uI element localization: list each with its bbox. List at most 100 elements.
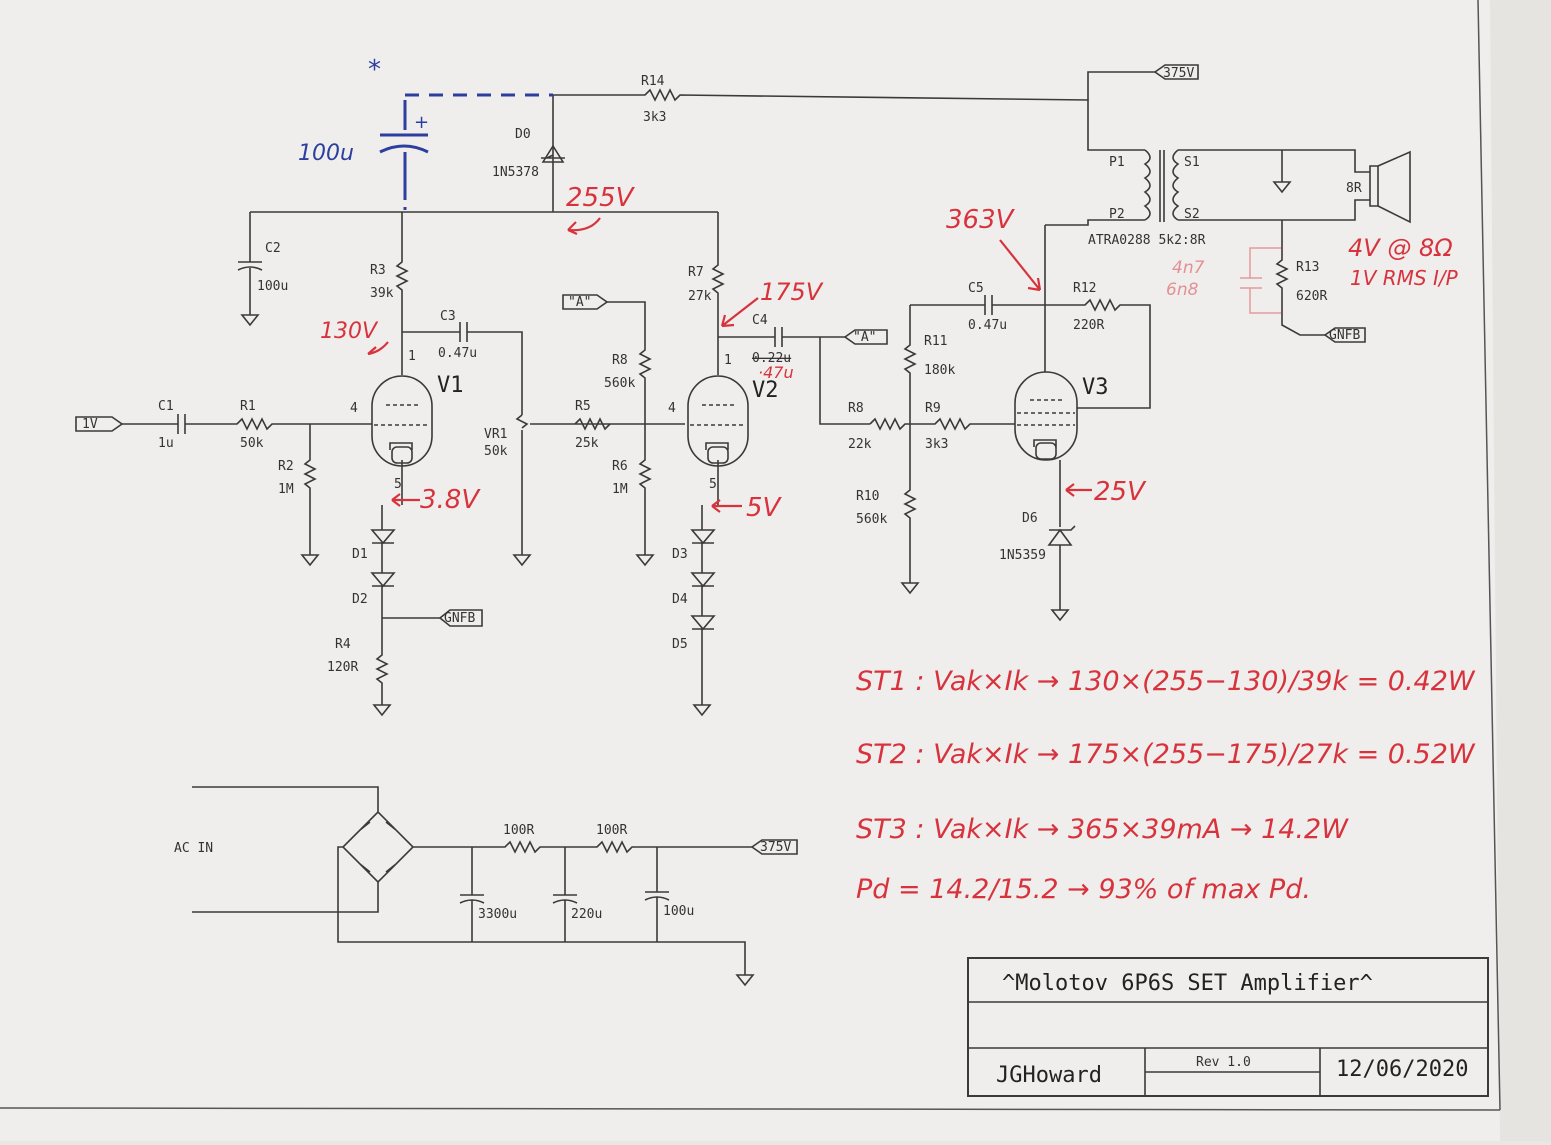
v1-pin4: 4	[350, 401, 358, 416]
speaker-label: 8R	[1346, 181, 1362, 196]
svg-text:GNFB: GNFB	[1329, 328, 1360, 343]
added-100u-cap: + * 100u	[298, 55, 429, 210]
d0-label: D0	[515, 127, 531, 142]
s2-label: S2	[1184, 207, 1200, 222]
v1-label: V1	[437, 373, 464, 398]
svg-text:375V: 375V	[1163, 66, 1194, 81]
d3-label: D3	[672, 547, 688, 562]
port-gnfb-v1: GNFB	[438, 609, 483, 627]
title-block-date: 12/06/2020	[1336, 1057, 1468, 1082]
v3-label: V3	[1082, 375, 1109, 400]
psu-cap-3300u: 3300u	[478, 907, 517, 922]
c2-cap	[237, 212, 263, 327]
d2-label: D2	[352, 592, 368, 607]
c5-value: 0.47u	[968, 318, 1007, 333]
c1-label: C1	[158, 399, 174, 414]
r4-label: R4	[335, 637, 351, 652]
r1-label: R1	[240, 399, 256, 414]
r13-label: R13	[1296, 260, 1319, 275]
r14-label: R14	[641, 74, 665, 89]
calc-stage2: ST2 : Vak×Ik → 175×(255−175)/27k = 0.52W	[856, 739, 1476, 770]
ac-in-label: AC IN	[174, 841, 213, 856]
c5-label: C5	[968, 281, 984, 296]
vr1-value: 50k	[484, 444, 508, 459]
zobel-note-1: 4n7	[1172, 258, 1205, 278]
r9-value: 3k3	[925, 437, 948, 452]
c4-new-value-note: ·47u	[758, 363, 794, 382]
v2-label: V2	[752, 378, 779, 403]
port-375v-top: 375V	[1153, 64, 1199, 81]
psu-r100-a: 100R	[503, 823, 534, 838]
d6-label: D6	[1022, 511, 1038, 526]
note-255v: 255V	[566, 183, 636, 213]
note-25v: 25V	[1094, 477, 1147, 507]
r12-value: 220R	[1073, 318, 1104, 333]
r2-value: 1M	[278, 482, 294, 497]
v2-pin1: 1	[724, 353, 732, 368]
svg-text:"A": "A"	[853, 330, 876, 345]
d5-label: D5	[672, 637, 688, 652]
svg-text:1V: 1V	[82, 417, 98, 432]
d6-value: 1N5359	[999, 548, 1046, 563]
note-5v: 5V	[746, 493, 783, 523]
note-4v-at-8ohm: 4V @ 8Ω	[1348, 234, 1453, 262]
vr1-label: VR1	[484, 427, 507, 442]
r14-value: 3k3	[643, 110, 666, 125]
c2-value: 100u	[257, 279, 288, 294]
p2-label: P2	[1109, 207, 1125, 222]
svg-text:+: +	[414, 112, 429, 133]
note-130v: 130V	[320, 319, 379, 344]
svg-text:375V: 375V	[760, 840, 791, 855]
p1-label: P1	[1109, 155, 1125, 170]
c3-label: C3	[440, 309, 456, 324]
psu-cap-220u: 220u	[571, 907, 602, 922]
r2-label: R2	[278, 459, 294, 474]
s1-label: S1	[1184, 155, 1200, 170]
svg-text:*: *	[368, 55, 381, 85]
title-block: ^Molotov 6P6S SET Amplifier^ JGHoward Re…	[967, 957, 1489, 1097]
calc-stage3: ST3 : Vak×Ik → 365×39mA → 14.2W	[856, 814, 1349, 845]
c4-label: C4	[752, 313, 768, 328]
r11-value: 180k	[924, 363, 955, 378]
v1-pin1: 1	[408, 349, 416, 364]
c4-value: 0.22u	[752, 351, 791, 366]
title-block-author: JGHoward	[996, 1063, 1102, 1088]
v1-pin5: 5	[394, 477, 402, 492]
r8-value: 560k	[604, 376, 635, 391]
d1-label: D1	[352, 547, 368, 562]
r7-value: 27k	[688, 289, 712, 304]
title-block-title: ^Molotov 6P6S SET Amplifier^	[1002, 971, 1373, 996]
r6-label: R6	[612, 459, 628, 474]
r3-label: R3	[370, 263, 386, 278]
calc-stage1: ST1 : Vak×Ik → 130×(255−130)/39k = 0.42W	[856, 666, 1476, 697]
hv-rail	[250, 71, 1155, 213]
note-1v-rms-input: 1V RMS I/P	[1350, 266, 1459, 290]
v2-pin4: 4	[668, 401, 676, 416]
psu-cap-100u: 100u	[663, 904, 694, 919]
r5-value: 25k	[575, 436, 599, 451]
r3-value: 39k	[370, 286, 394, 301]
port-gnfb-out: GNFB	[1323, 327, 1366, 343]
r8b-label: R8	[848, 401, 864, 416]
r10-label: R10	[856, 489, 879, 504]
r9-label: R9	[925, 401, 941, 416]
r7-label: R7	[688, 265, 704, 280]
d4-label: D4	[672, 592, 688, 607]
port-a-in: "A"	[562, 294, 609, 310]
tube-v1	[371, 375, 433, 505]
port-1v-input: 1V	[75, 416, 124, 432]
r13-value: 620R	[1296, 289, 1327, 304]
d0-zener	[541, 144, 565, 163]
r8b-value: 22k	[848, 437, 872, 452]
d0-value: 1N5378	[492, 165, 539, 180]
r5-label: R5	[575, 399, 591, 414]
c3-value: 0.47u	[438, 346, 477, 361]
r6-value: 1M	[612, 482, 628, 497]
cap-100u-note: 100u	[298, 141, 354, 166]
r8-label: R8	[612, 353, 628, 368]
c1-value: 1u	[158, 436, 174, 451]
transformer-label: ATRA0288 5k2:8R	[1088, 233, 1206, 248]
psu-r100-b: 100R	[596, 823, 627, 838]
